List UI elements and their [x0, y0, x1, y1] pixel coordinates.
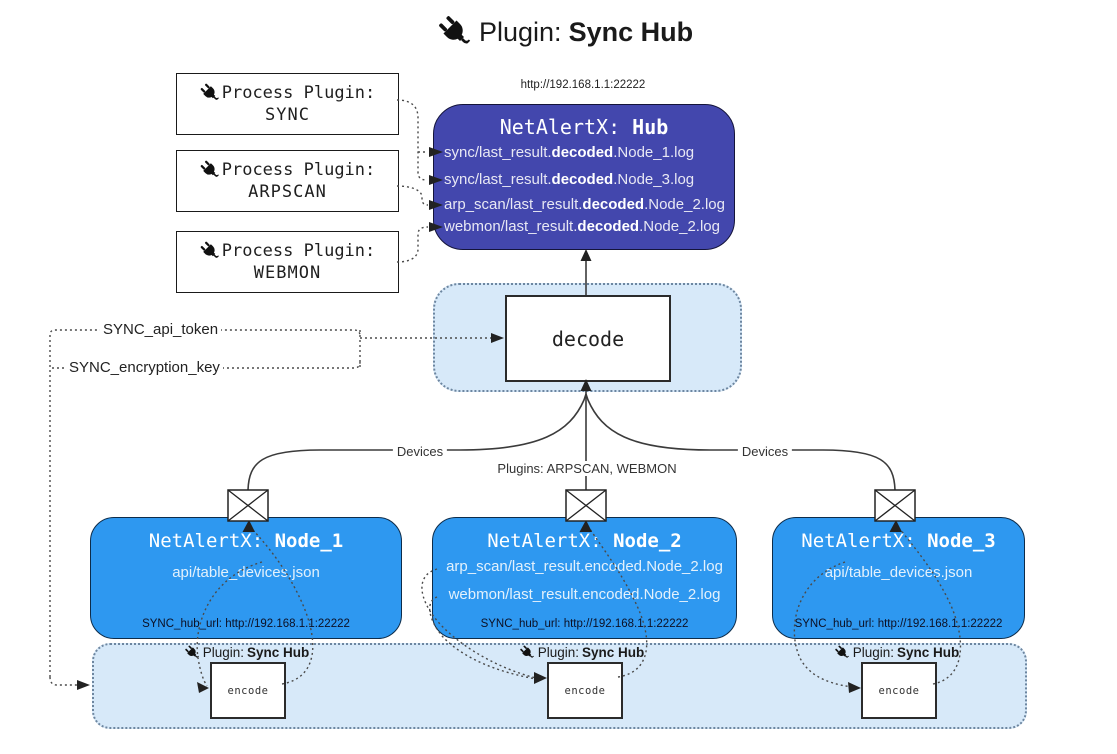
encode-label-name: Sync Hub	[247, 645, 310, 660]
log-post: .Node_2.log	[644, 196, 725, 213]
log-post: .Node_2.log	[639, 218, 720, 235]
log-bold: decoded	[551, 171, 614, 188]
page-title: Plugin: Sync Hub	[438, 15, 693, 49]
encode-label-name: Sync Hub	[897, 645, 960, 660]
plug-icon	[182, 642, 203, 663]
encode-label-prefix: Plugin:	[852, 645, 895, 660]
decode-box: decode	[505, 295, 671, 382]
process-plugin-box-webmon: Process Plugin: WEBMON	[176, 231, 399, 293]
process-plugin-name: SYNC	[265, 105, 310, 125]
log-pre: webmon/last_result.	[444, 218, 578, 235]
node-3: NetAlertX: Node_3 api/table_devices.json…	[772, 517, 1025, 639]
encode-plugin-label: Plugin: Sync Hub	[182, 642, 310, 663]
hub-node: NetAlertX: Hub sync/last_result.decoded.…	[433, 104, 735, 250]
encode-box: encode	[210, 662, 286, 719]
node-title-prefix: NetAlertX:	[148, 530, 275, 552]
encode-label-prefix: Plugin:	[202, 645, 245, 660]
encode-label-prefix: Plugin:	[537, 645, 580, 660]
process-plugin-name: WEBMON	[253, 263, 322, 283]
node-file-line: arp_scan/last_result.encoded.Node_2.log	[446, 558, 723, 575]
process-plugin-name: ARPSCAN	[248, 182, 327, 202]
node-title-prefix: NetAlertX:	[487, 530, 614, 552]
node-file-line: api/table_devices.json	[824, 564, 973, 581]
node-title-name: Node_2	[613, 530, 682, 552]
process-plugin-box-arpscan: Process Plugin: ARPSCAN	[176, 150, 399, 212]
plug-icon	[832, 642, 853, 663]
plug-icon	[517, 642, 538, 663]
plug-icon	[196, 237, 224, 265]
node-footer: SYNC_hub_url: http://192.168.1.1:22222	[794, 618, 1003, 630]
log-pre: arp_scan/last_result.	[444, 196, 583, 213]
log-bold: decoded	[551, 144, 614, 161]
node-title: NetAlertX: Node_3	[773, 530, 1024, 552]
node-file-line: api/table_devices.json	[172, 564, 320, 581]
hub-url: http://192.168.1.1:22222	[520, 79, 646, 91]
node-footer: SYNC_hub_url: http://192.168.1.1:22222	[480, 618, 689, 630]
process-plugin-label: Process Plugin:	[221, 160, 376, 180]
log-pre: sync/last_result.	[444, 171, 552, 188]
hub-title-name: Hub	[632, 115, 669, 139]
node-title-name: Node_1	[274, 530, 344, 552]
log-bold: decoded	[577, 218, 640, 235]
encode-box: encode	[547, 662, 623, 719]
plug-icon	[196, 79, 224, 107]
encode-plugin-label: Plugin: Sync Hub	[517, 642, 645, 663]
process-plugin-label: Process Plugin:	[221, 241, 376, 261]
encode-box: encode	[861, 662, 937, 719]
log-bold: decoded	[582, 196, 645, 213]
log-pre: sync/last_result.	[444, 144, 552, 161]
process-plugin-label: Process Plugin:	[221, 83, 376, 103]
node-2: NetAlertX: Node_2 arp_scan/last_result.e…	[432, 517, 737, 639]
hub-title: NetAlertX: Hub	[434, 115, 734, 139]
hub-log-line: webmon/last_result.decoded.Node_2.log	[444, 218, 730, 235]
node-title-prefix: NetAlertX:	[801, 530, 928, 552]
hub-log-line: sync/last_result.decoded.Node_3.log	[444, 171, 730, 188]
node-title-name: Node_3	[927, 530, 996, 552]
node-file-line: webmon/last_result.encoded.Node_2.log	[448, 586, 721, 603]
page-title-name: Sync Hub	[568, 16, 694, 47]
page-title-prefix: Plugin:	[479, 16, 562, 47]
encode-label-name: Sync Hub	[582, 645, 645, 660]
hub-title-prefix: NetAlertX:	[499, 115, 633, 139]
log-post: .Node_3.log	[613, 171, 695, 188]
node-footer: SYNC_hub_url: http://192.168.1.1:22222	[142, 618, 350, 630]
log-post: .Node_1.log	[613, 144, 695, 161]
node-title: NetAlertX: Node_2	[433, 530, 736, 552]
node-title: NetAlertX: Node_1	[91, 530, 401, 552]
hub-log-line: arp_scan/last_result.decoded.Node_2.log	[444, 196, 730, 213]
process-plugin-box-sync: Process Plugin: SYNC	[176, 73, 399, 135]
hub-log-line: sync/last_result.decoded.Node_1.log	[444, 144, 730, 161]
plug-icon	[196, 156, 224, 184]
encode-plugin-label: Plugin: Sync Hub	[832, 642, 960, 663]
node-1: NetAlertX: Node_1 api/table_devices.json…	[90, 517, 402, 639]
plug-icon	[431, 8, 479, 56]
